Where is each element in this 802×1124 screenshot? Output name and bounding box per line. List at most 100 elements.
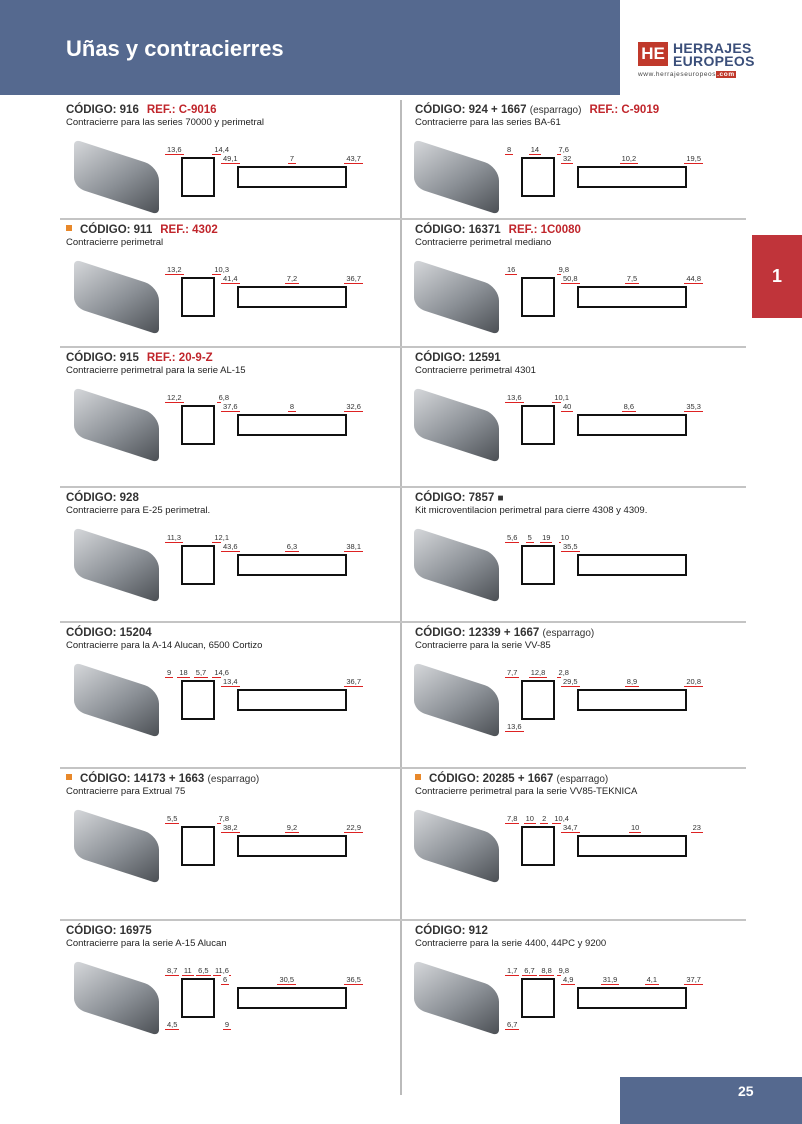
dimension-label: 31,9: [600, 975, 620, 985]
product-description: Contracierre para la A-14 Alucan, 6500 C…: [66, 640, 263, 651]
product-description: Contracierre para las series BA-61: [415, 117, 561, 128]
page-title: Uñas y contracierres: [66, 36, 284, 61]
dimension-label: 49,1: [221, 154, 240, 164]
product-description: Contracierre para la serie 4400, 44PC y …: [415, 938, 607, 949]
dimension-label: 9,8: [556, 265, 571, 275]
page-number: 25: [620, 1077, 802, 1124]
dimension-label: 9: [165, 668, 174, 678]
dimension-label: 14,4: [212, 145, 231, 155]
side-view-drawing: 35,5: [561, 542, 687, 576]
dimension-label: 6,7: [522, 966, 537, 976]
dimension-label: 14: [528, 145, 542, 155]
product-cell: CÓDIGO: 924 + 1667 (esparrago)REF.: C-90…: [400, 100, 746, 220]
dimension-label: 7,6: [556, 145, 571, 155]
dimension-label: 36,7: [344, 274, 363, 284]
logo-mark: HE: [638, 42, 668, 66]
dimension-label: 8,7: [165, 966, 180, 976]
product-ref: REF.: C-9019: [589, 104, 660, 116]
product-code: CÓDIGO: 15204: [66, 627, 152, 639]
product-photo: [74, 139, 159, 215]
side-view-drawing: 13,4 36,7: [221, 677, 363, 711]
dimension-label: 40: [561, 402, 574, 412]
dimension-label: 6,5: [196, 966, 211, 976]
product-code-line: CÓDIGO: 15204: [66, 627, 394, 639]
dimension-label: 7,8: [505, 814, 520, 824]
dimension-label: 22,9: [344, 823, 363, 833]
product-code: CÓDIGO: 7857: [415, 492, 495, 504]
brand-logo: HE HERRAJES EUROPEOS www.herrajeseuropeo…: [638, 40, 758, 82]
product-code: CÓDIGO: 16975: [66, 925, 152, 937]
product-photo: [414, 662, 499, 738]
product-code: CÓDIGO: 14173 + 1663: [80, 773, 205, 785]
product-description: Contracierre perimetral para la serie AL…: [66, 365, 246, 376]
product-code-line: CÓDIGO: 928: [66, 492, 394, 504]
dimension-label: 13,6: [505, 722, 524, 732]
dimension-label: 19: [540, 533, 553, 543]
dimension-labels: 13,4 36,7: [221, 677, 363, 723]
dimension-label: 18: [177, 668, 190, 678]
logo-url-tld: .com: [716, 71, 736, 78]
dimension-label: 11: [181, 966, 194, 976]
product-photo: [414, 387, 499, 463]
product-code: CÓDIGO: 916: [66, 104, 139, 116]
section-tab: 1: [752, 235, 802, 318]
end-view-drawing: 13,6 14,4: [165, 145, 231, 197]
dimension-label: 10,4: [552, 814, 571, 824]
product-photo: [74, 808, 159, 884]
dimension-label: 13,4: [221, 677, 240, 687]
product-code-line: CÓDIGO: 16975: [66, 925, 394, 937]
dimension-label: 36,7: [344, 677, 363, 687]
dimension-label: 13,2: [165, 265, 184, 275]
dimension-label: 1,7: [505, 966, 520, 976]
dimension-label: 12,2: [165, 393, 184, 403]
dimension-label: 7,5: [624, 274, 640, 284]
product-cell: CÓDIGO: 12339 + 1667 (esparrago)Contraci…: [400, 623, 746, 769]
dimension-label: 7,2: [284, 274, 300, 284]
dimension-label: 13,6: [165, 145, 184, 155]
product-code: CÓDIGO: 911: [80, 224, 153, 236]
product-code-line: CÓDIGO: 924 + 1667 (esparrago)REF.: C-90…: [415, 104, 740, 116]
logo-line2: EUROPEOS: [673, 53, 755, 69]
product-cell: CÓDIGO: 20285 + 1667 (esparrago)Contraci…: [400, 769, 746, 921]
dimension-label: 10: [523, 814, 536, 824]
marker-square: [66, 774, 72, 780]
product-code-line: CÓDIGO: 12591: [415, 352, 740, 364]
dimension-label: 50,8: [561, 274, 580, 284]
dimension-label: 6,8: [216, 393, 231, 403]
product-description: Contracierre perimetral mediano: [415, 237, 552, 248]
dimension-label: 12,1: [212, 533, 231, 543]
product-code-line: CÓDIGO: 912: [415, 925, 740, 937]
